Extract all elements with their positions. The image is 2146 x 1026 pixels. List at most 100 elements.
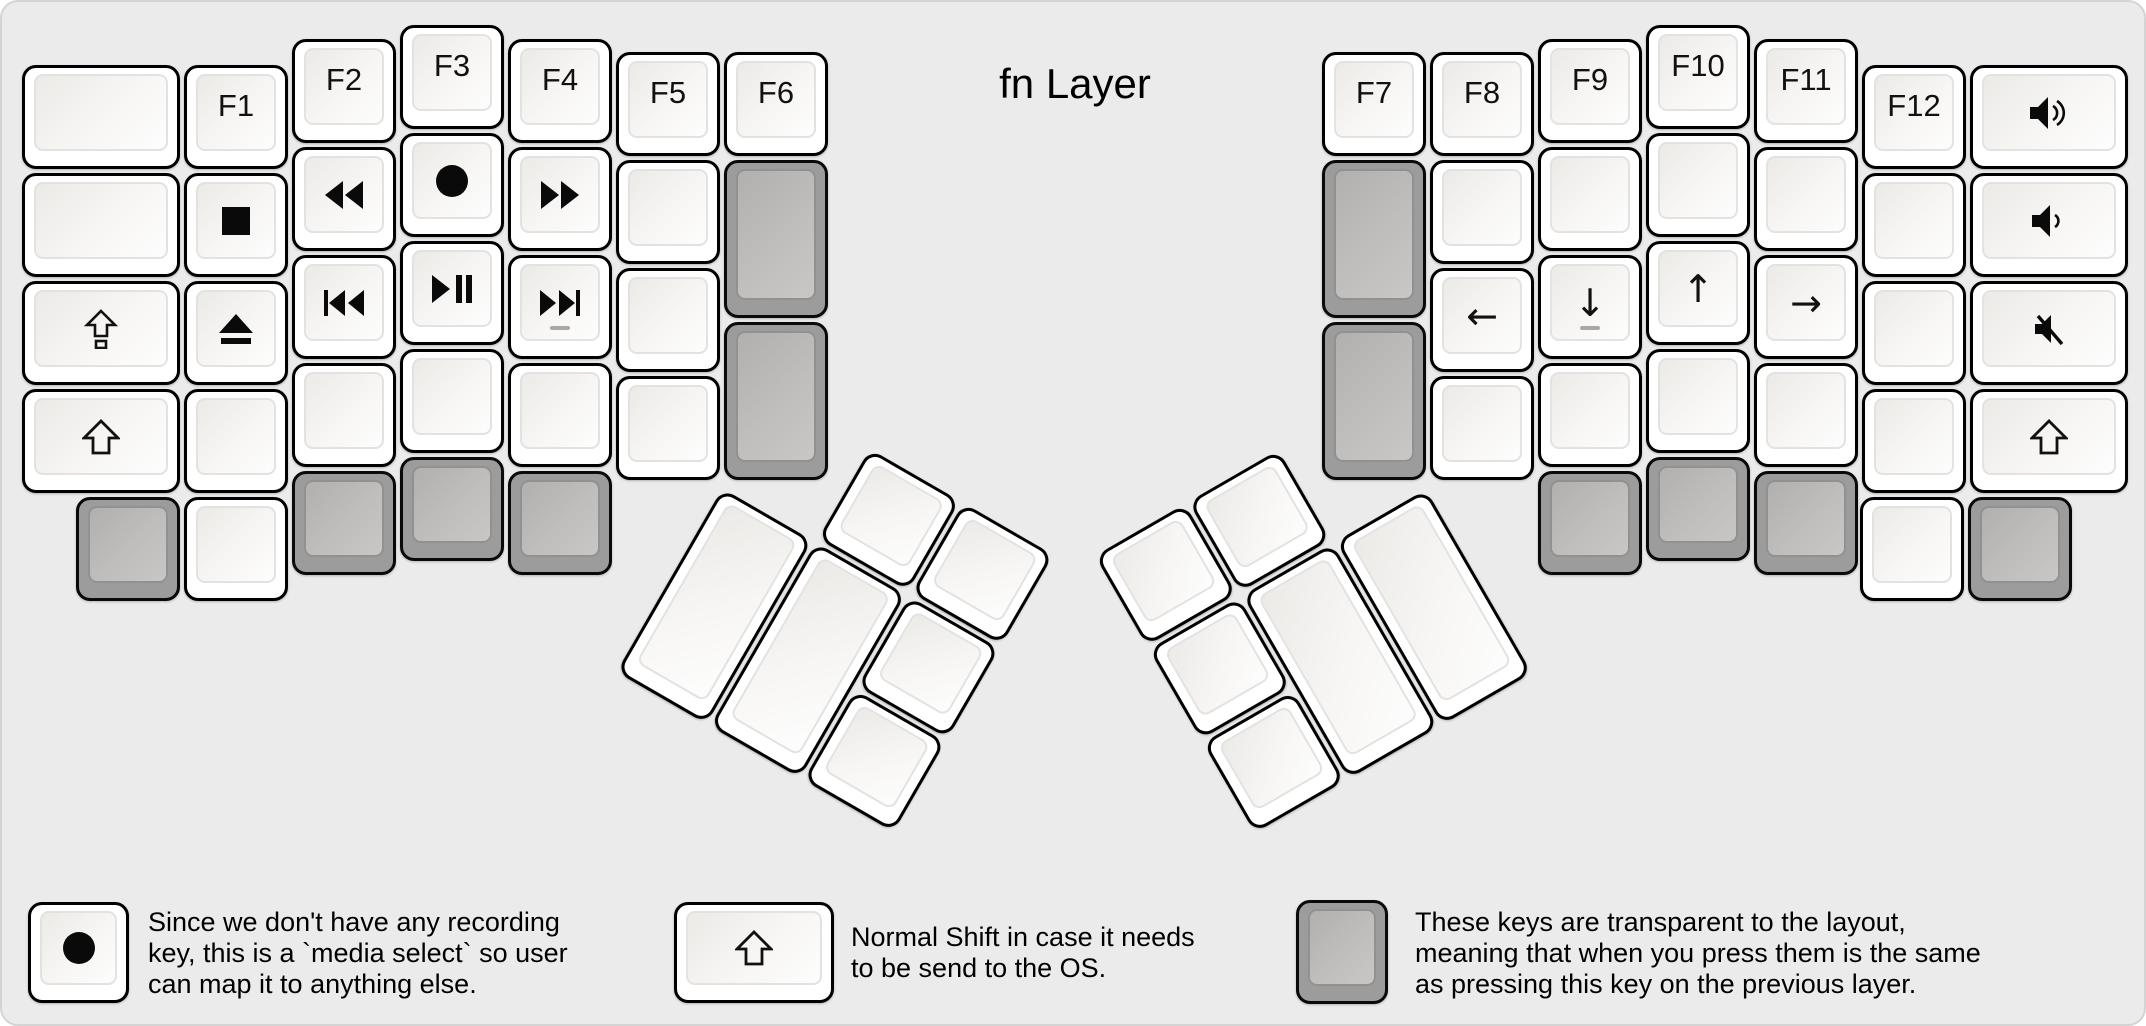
key-stop[interactable] bbox=[184, 173, 288, 277]
eject-icon bbox=[218, 313, 254, 345]
key-f3[interactable]: F3 bbox=[400, 25, 504, 129]
key-f5[interactable]: F5 bbox=[616, 52, 720, 156]
key-blank[interactable] bbox=[1754, 147, 1858, 251]
fast-forward-icon bbox=[540, 180, 580, 210]
key-rewind[interactable] bbox=[292, 147, 396, 251]
key-f7[interactable]: F7 bbox=[1322, 52, 1426, 156]
key-blank[interactable] bbox=[184, 389, 288, 493]
key-volume-up[interactable] bbox=[1970, 65, 2128, 169]
key-blank[interactable] bbox=[616, 160, 720, 264]
key-blank[interactable] bbox=[616, 268, 720, 372]
key-blank[interactable] bbox=[400, 349, 504, 453]
key-shift[interactable] bbox=[1970, 389, 2128, 493]
key-f9[interactable]: F9 bbox=[1538, 39, 1642, 143]
key-label: ← bbox=[1466, 293, 1498, 338]
keytop bbox=[196, 182, 276, 259]
legend-text-line: key, this is a `media select` so user bbox=[148, 937, 568, 968]
key-blank[interactable] bbox=[184, 497, 288, 601]
keytop bbox=[1982, 182, 2116, 259]
key-transparent[interactable] bbox=[1754, 471, 1858, 575]
key-caps-shift[interactable] bbox=[22, 281, 180, 385]
key-transparent[interactable] bbox=[724, 322, 828, 480]
key-blank[interactable] bbox=[1430, 376, 1534, 480]
key-f12[interactable]: F12 bbox=[1862, 65, 1966, 169]
key-f2[interactable]: F2 bbox=[292, 39, 396, 143]
legend-transparent-key bbox=[1296, 900, 1388, 1004]
shift-icon bbox=[2030, 418, 2068, 455]
key-blank[interactable] bbox=[616, 376, 720, 480]
key-arrow-down[interactable]: ↓ bbox=[1538, 255, 1642, 359]
legend-key-sample bbox=[1295, 899, 1391, 1007]
key-eject[interactable] bbox=[184, 281, 288, 385]
keytop bbox=[412, 358, 492, 435]
key-blank[interactable] bbox=[1862, 173, 1966, 277]
keytop bbox=[34, 182, 168, 259]
key-blank[interactable] bbox=[1860, 497, 1964, 601]
keytop: F12 bbox=[1874, 74, 1954, 151]
key-blank[interactable] bbox=[1862, 389, 1966, 493]
key-arrow-left[interactable]: ← bbox=[1430, 268, 1534, 372]
keytop bbox=[1766, 156, 1846, 233]
key-blank[interactable] bbox=[1538, 363, 1642, 467]
key-blank[interactable] bbox=[1754, 363, 1858, 467]
keytop: F10 bbox=[1658, 34, 1738, 111]
key-transparent[interactable] bbox=[724, 160, 828, 318]
key-transparent[interactable] bbox=[76, 497, 180, 601]
keytop bbox=[628, 277, 708, 354]
key-fast-forward[interactable] bbox=[508, 147, 612, 251]
key-blank[interactable] bbox=[292, 363, 396, 467]
keytop bbox=[1658, 358, 1738, 435]
keytop bbox=[837, 462, 946, 570]
keytop bbox=[34, 290, 168, 367]
keytop bbox=[196, 398, 276, 475]
key-blank[interactable] bbox=[1646, 133, 1750, 237]
key-previous-track[interactable] bbox=[292, 255, 396, 359]
key-transparent[interactable] bbox=[1322, 160, 1426, 318]
key-next-track[interactable] bbox=[508, 255, 612, 359]
keytop bbox=[1442, 385, 1522, 462]
key-play-pause[interactable] bbox=[400, 241, 504, 345]
stop-icon bbox=[221, 206, 251, 236]
key-transparent[interactable] bbox=[1968, 497, 2072, 601]
key-shift[interactable] bbox=[22, 389, 180, 493]
key-record[interactable] bbox=[400, 133, 504, 237]
key-blank[interactable] bbox=[1646, 349, 1750, 453]
key-blank[interactable] bbox=[22, 65, 180, 169]
keytop bbox=[520, 264, 600, 341]
key-blank[interactable] bbox=[1862, 281, 1966, 385]
key-f10[interactable]: F10 bbox=[1646, 25, 1750, 129]
homing-dash bbox=[1580, 326, 1600, 330]
key-f8[interactable]: F8 bbox=[1430, 52, 1534, 156]
key-transparent[interactable] bbox=[1646, 457, 1750, 561]
key-arrow-up[interactable]: ↑ bbox=[1646, 241, 1750, 345]
key-f1[interactable]: F1 bbox=[184, 65, 288, 169]
key-volume-mute[interactable] bbox=[1970, 281, 2128, 385]
keytop bbox=[412, 250, 492, 327]
key-transparent[interactable] bbox=[1538, 471, 1642, 575]
keytop: F2 bbox=[304, 48, 384, 125]
keytop bbox=[930, 516, 1039, 624]
keytop bbox=[628, 169, 708, 246]
keytop bbox=[1766, 480, 1846, 557]
key-transparent[interactable] bbox=[1322, 322, 1426, 480]
key-transparent[interactable] bbox=[508, 471, 612, 575]
key-f11[interactable]: F11 bbox=[1754, 39, 1858, 143]
key-f6[interactable]: F6 bbox=[724, 52, 828, 156]
key-f4[interactable]: F4 bbox=[508, 39, 612, 143]
legend-text-line: to be send to the OS. bbox=[851, 953, 1107, 983]
key-blank[interactable] bbox=[22, 173, 180, 277]
key-transparent[interactable] bbox=[292, 471, 396, 575]
key-blank[interactable] bbox=[508, 363, 612, 467]
legend-text-line: meaning that when you press them is the … bbox=[1415, 937, 1981, 968]
legend-key-sample bbox=[673, 901, 837, 1006]
key-label: F12 bbox=[1887, 88, 1941, 123]
key-blank[interactable] bbox=[1430, 160, 1534, 264]
key-arrow-right[interactable]: → bbox=[1754, 255, 1858, 359]
key-volume-down[interactable] bbox=[1970, 173, 2128, 277]
key-transparent[interactable] bbox=[400, 457, 504, 561]
key-blank[interactable] bbox=[1538, 147, 1642, 251]
